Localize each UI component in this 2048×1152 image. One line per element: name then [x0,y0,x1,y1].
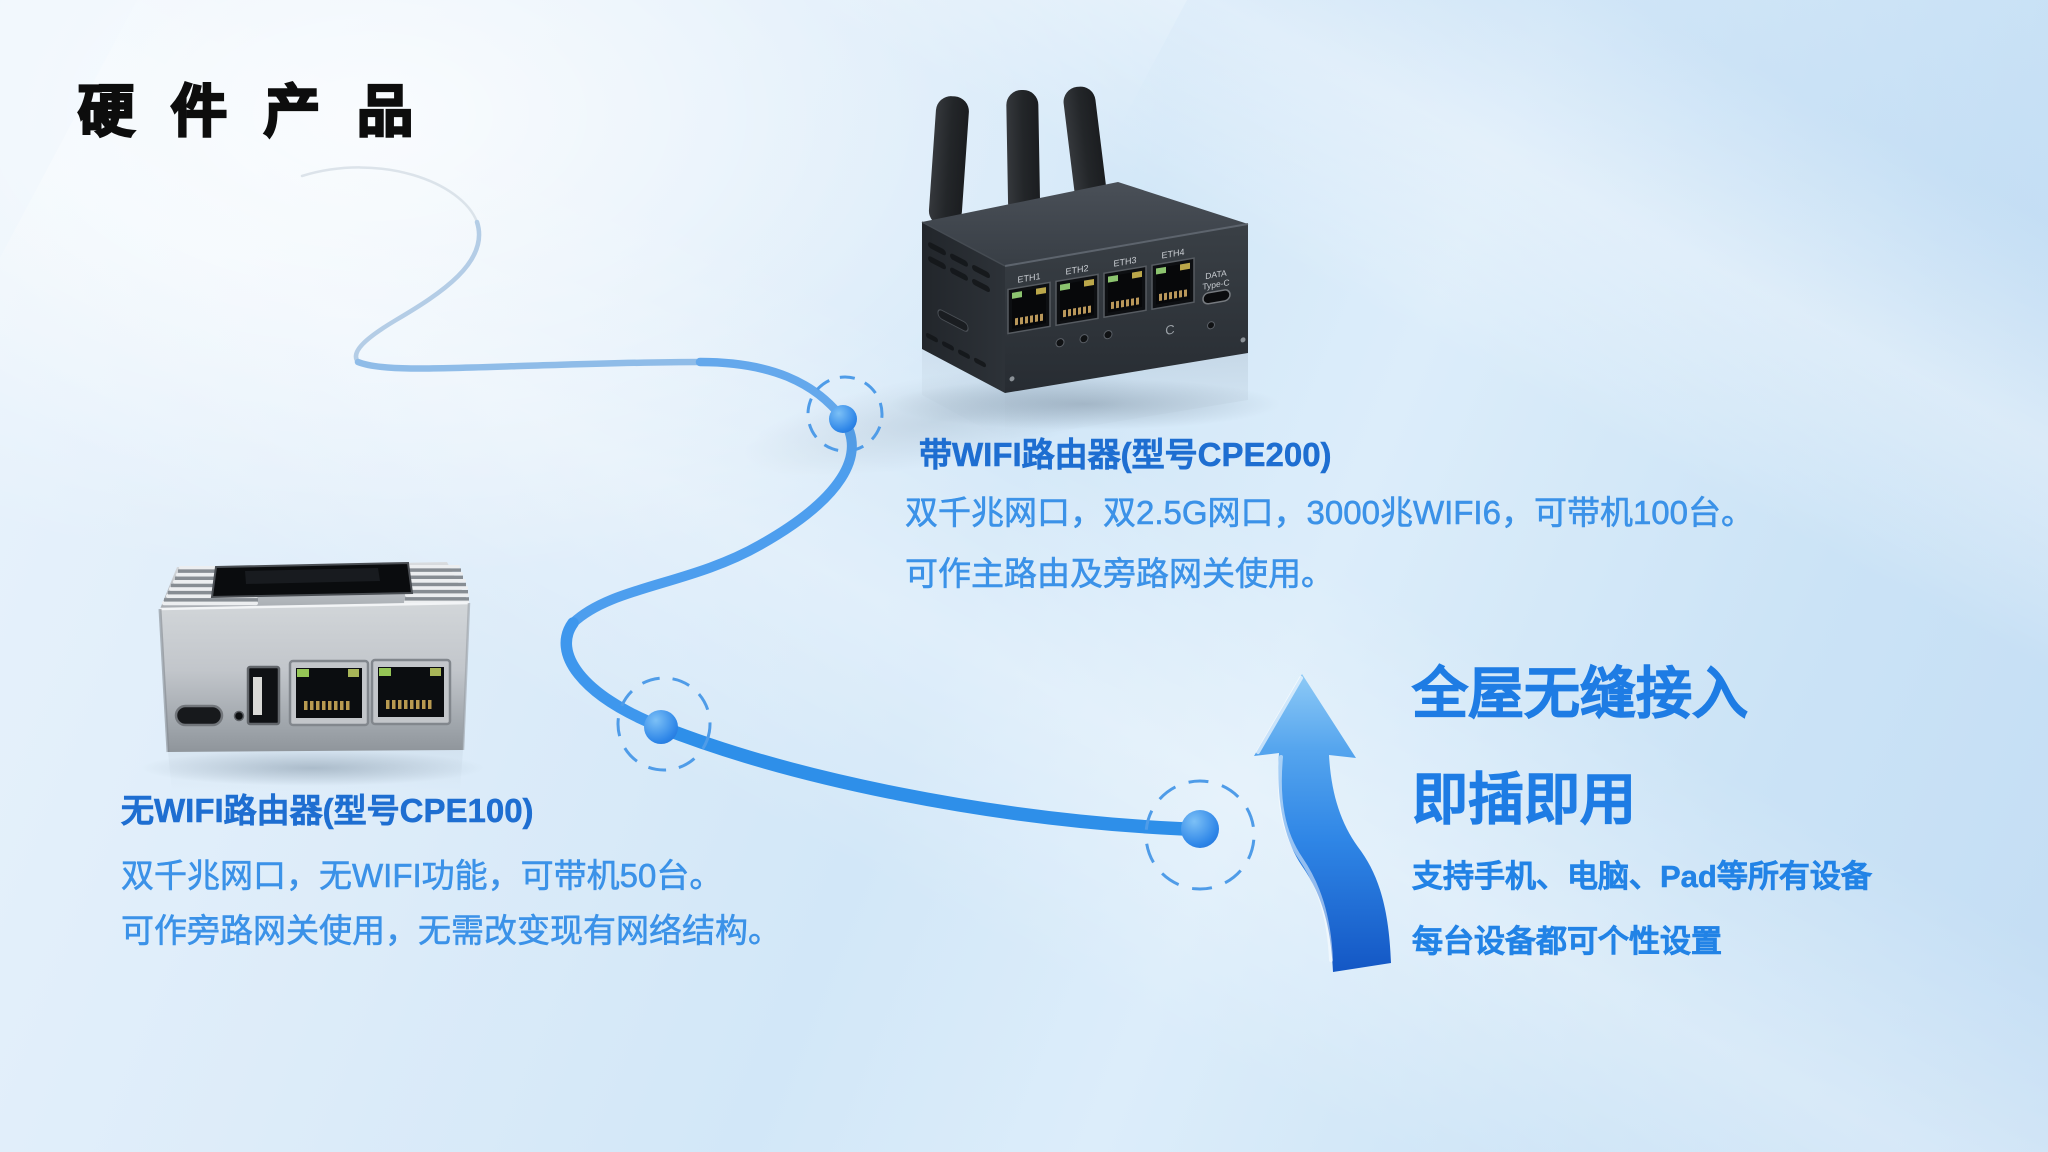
cpe100-eth-port [370,658,452,726]
cpe200-port-label: ETH3 [1114,255,1137,269]
router-cpe200-illustration: ETH1 ETH2 ETH3 ETH4 DATA Type-C C [742,86,1280,477]
cpe200-antennas [928,86,1108,227]
cpe200-port-label: ETH4 [1162,247,1185,261]
cpe100-led [233,710,245,722]
cpe100-usba-port [246,665,281,726]
cpe200-port-label: ETH1 [1018,271,1041,285]
cpe200-spec-line2: 可作主路由及旁路网关使用。 [905,555,1335,592]
node-dot-1 [806,375,884,453]
cpe200-eth-ports [1007,257,1195,335]
page-title: 硬件产品 [77,80,450,143]
cpe200-reset-label: C [1165,321,1174,337]
cpe100-spec-line2: 可作旁路网关使用，无需改变现有网络结构。 [121,912,782,949]
node-dot-3 [1144,779,1256,891]
cpe200-spec-line1: 双千兆网口，双2.5G网口，3000兆WIFI6，可带机100台。 [905,494,1755,531]
cpe200-typec-label2: Type-C [1202,277,1229,292]
up-arrow [1254,674,1391,972]
cpe200-typec-label: DATA [1205,268,1227,282]
cpe100-heading: 无WIFI路由器(型号CPE100) [121,792,534,829]
cpe100-eth-port [288,659,370,727]
cpe100-spec-line1: 双千兆网口，无WIFI功能，可带机50台。 [121,857,723,894]
benefit-headline-2: 即插即用 [1412,768,1637,831]
router-cpe100-illustration [140,561,484,792]
cpe200-heading: 带WIFI路由器(型号CPE200) [919,436,1332,473]
benefit-detail-1: 支持手机、电脑、Pad等所有设备 [1412,859,1872,894]
node-dot-2 [616,676,712,772]
cpe100-usbc-port [174,704,224,727]
cpe200-typec-port [1202,289,1231,305]
benefit-headline-1: 全屋无缝接入 [1412,662,1749,725]
benefit-detail-2: 每台设备都可个性设置 [1412,924,1723,959]
cpe200-port-label: ETH2 [1066,263,1089,277]
